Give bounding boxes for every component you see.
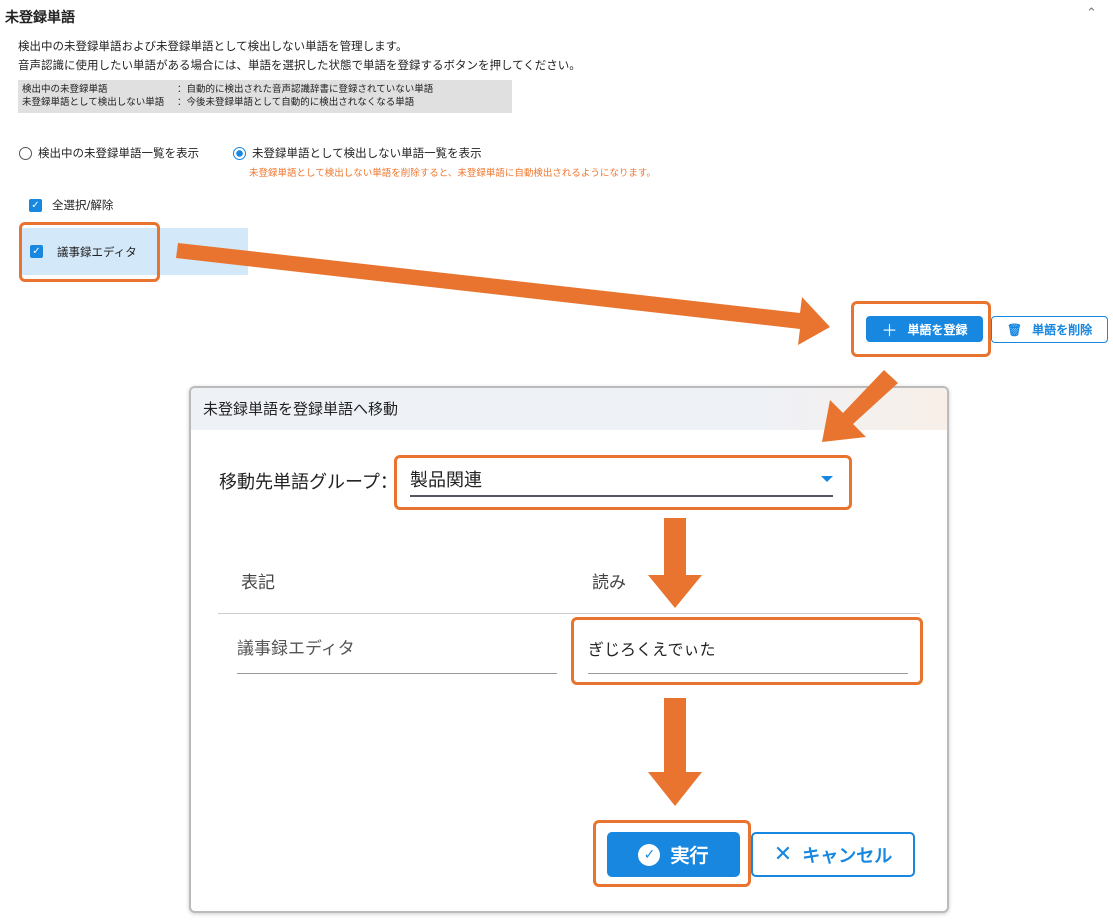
- column-header-notation: 表記: [241, 573, 275, 593]
- select-all-checkbox[interactable]: ✓ 全選択/解除: [29, 197, 113, 213]
- checkbox-checked-icon: ✓: [29, 198, 42, 212]
- cancel-label: キャンセル: [802, 845, 893, 867]
- delete-label: 単語を削除: [1032, 323, 1093, 337]
- execute-button[interactable]: ✓ 実行: [607, 832, 740, 877]
- register-label: 単語を登録: [907, 322, 968, 337]
- execute-label: 実行: [670, 845, 709, 867]
- dialog-header: 未登録単語を登録単語へ移動: [191, 388, 947, 430]
- delete-word-button[interactable]: 🗑 単語を削除: [991, 316, 1108, 343]
- trash-icon: 🗑: [1006, 322, 1023, 337]
- radio-detecting[interactable]: 検出中の未登録単語一覧を表示: [19, 145, 199, 161]
- select-all-label: 全選択/解除: [52, 198, 114, 212]
- radio-label: 検出中の未登録単語一覧を表示: [38, 146, 199, 160]
- group-select[interactable]: 製品関連: [410, 462, 833, 497]
- note-text: 未登録単語として検出しない単語を削除すると、未登録単語に自動検出されるようになり…: [249, 168, 656, 179]
- column-header-reading: 読み: [592, 573, 626, 593]
- reading-value: ぎじろくえでぃた: [588, 640, 716, 659]
- close-icon: ✕: [773, 842, 793, 867]
- radio-label: 未登録単語として検出しない単語一覧を表示: [252, 146, 482, 160]
- description-line: 音声認識に使用したい単語がある場合には、単語を選択した状態で単語を登録するボタン…: [18, 58, 581, 72]
- group-label: 移動先単語グループ：: [219, 472, 398, 493]
- collapse-chevron-icon[interactable]: ⌃: [1086, 6, 1097, 21]
- move-dialog: 未登録単語を登録単語へ移動: [189, 386, 949, 913]
- table-divider: [218, 613, 920, 614]
- reading-input[interactable]: ぎじろくえでぃた: [588, 636, 908, 674]
- item-label: 議事録エディタ: [57, 244, 137, 259]
- check-circle-icon: ✓: [638, 843, 661, 866]
- radio-checked-icon: [233, 146, 246, 160]
- group-value: 製品関連: [410, 470, 482, 491]
- cancel-button[interactable]: ✕ キャンセル: [751, 832, 915, 877]
- dialog-title: 未登録単語を登録単語へ移動: [203, 400, 399, 418]
- radio-unchecked-icon: [19, 146, 32, 160]
- register-word-button[interactable]: ＋ 単語を登録: [866, 316, 983, 342]
- notation-field: 議事録エディタ: [237, 634, 557, 674]
- plus-icon: ＋: [881, 321, 898, 340]
- arrow-annotation: [176, 243, 830, 345]
- notation-value: 議事録エディタ: [237, 639, 355, 659]
- legend-term: 未登録単語として検出しない単語: [22, 97, 165, 108]
- radio-excluded[interactable]: 未登録単語として検出しない単語一覧を表示: [233, 145, 482, 161]
- legend-term: 検出中の未登録単語: [22, 84, 108, 95]
- dropdown-caret-icon: [821, 476, 833, 488]
- description-line: 検出中の未登録単語および未登録単語として検出しない単語を管理します。: [18, 39, 408, 53]
- legend-desc: ：今後未登録単語として自動的に検出されなくなる単語: [177, 97, 415, 108]
- checkbox-checked-icon: ✓: [30, 245, 43, 258]
- section-title: 未登録単語: [5, 10, 75, 26]
- legend-desc: ：自動的に検出された音声認識辞書に登録されていない単語: [177, 84, 434, 95]
- legend-box: 検出中の未登録単語 ：自動的に検出された音声認識辞書に登録されていない単語 未登録…: [18, 80, 512, 113]
